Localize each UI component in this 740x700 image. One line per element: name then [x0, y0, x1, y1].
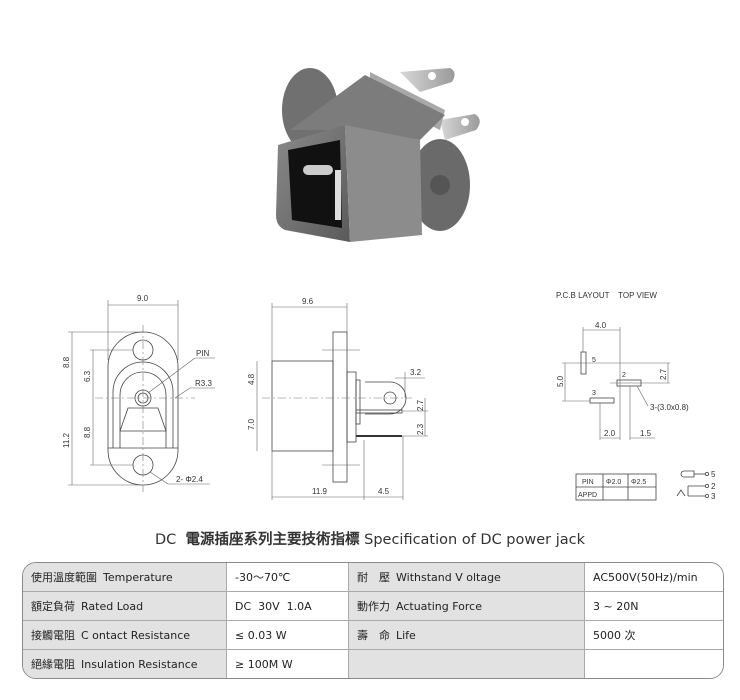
- dim-pcb-x1: 2.0: [604, 429, 616, 438]
- label-pin3: 3: [592, 390, 596, 397]
- label-zh: 接觸電阻: [31, 629, 75, 642]
- label-pin5: 5: [592, 357, 596, 364]
- label-radius: R3.3: [195, 379, 212, 388]
- label-holes: 2- Φ2.4: [176, 475, 203, 484]
- dim-pcb-w: 4.0: [595, 321, 607, 330]
- dim-front-hole-bottom: 8.8: [83, 426, 92, 438]
- label-pin: PIN: [196, 349, 210, 358]
- label-en: Rated Load: [81, 599, 144, 613]
- product-photo: [276, 68, 480, 242]
- spec-row-temperature: 使用溫度範圍 Temperature -30～70℃ 耐 壓 Withstand V…: [23, 563, 723, 591]
- front-view: 9.0 8.8 11.2 6.3 8.8 PIN R3.3 2- Φ2.4: [62, 294, 215, 492]
- drawing-schematic-p5: 5: [711, 470, 716, 479]
- label-en: Insulation Resistance: [81, 657, 198, 671]
- dim-pcb-h: 5.0: [556, 375, 565, 387]
- title-en: Specification of DC power jack: [364, 532, 586, 548]
- value: -30～70℃: [235, 571, 291, 584]
- pcb-title: P.C.B LAYOUT TOP VIEW: [556, 291, 657, 300]
- value: 5000 次: [593, 629, 636, 642]
- label-pad: 3-(3.0x0.8): [650, 403, 689, 412]
- title-prefix: DC: [154, 532, 177, 548]
- dim-front-h-bottom: 11.2: [62, 432, 71, 448]
- dim-pcb-off: 2.7: [659, 368, 668, 380]
- label-zh: 使用溫度範圍: [31, 571, 97, 584]
- drawing-pin_table-d1: Φ2.0: [606, 479, 621, 486]
- label-zh: 耐 壓: [357, 571, 390, 584]
- label-en: Actuating Force: [396, 599, 482, 613]
- dim-side-gap2: 2.3: [416, 423, 425, 435]
- label-zh: 壽 命: [357, 629, 390, 642]
- schematic-symbol: 5 2 3: [676, 470, 716, 501]
- dim-front-width: 9.0: [137, 294, 149, 303]
- value: ≤ 0.03 W: [235, 628, 287, 642]
- label-en: Temperature: [103, 570, 173, 584]
- technical-drawing: 9.0 8.8 11.2 6.3 8.8 PIN R3.3 2- Φ2.4 9.…: [62, 291, 716, 501]
- dim-front-h-top: 8.8: [62, 356, 71, 368]
- value: ≥ 100M W: [235, 657, 293, 671]
- value: AC500V(50Hz)/min: [593, 570, 698, 584]
- label-en: Life: [396, 628, 416, 642]
- drawing-schematic-p2: 2: [711, 482, 716, 491]
- pcb-layout: P.C.B LAYOUT TOP VIEW 4.0 5.0 2.7 3-(3.0…: [556, 291, 689, 440]
- spec-row-rated-load: 額定負荷 Rated Load DC 30V 1.0A 動作力 Actuating …: [23, 591, 723, 620]
- dim-side-width: 9.6: [302, 297, 314, 306]
- dim-side-pin-len: 4.5: [378, 487, 390, 496]
- spec-table: 使用溫度範圍 Temperature -30～70℃ 耐 壓 Withstand V…: [22, 562, 724, 679]
- dim-side-h-bottom: 7.0: [247, 418, 256, 430]
- label-zh: 動作力: [357, 600, 390, 613]
- label-en: C ontact Resistance: [81, 628, 191, 642]
- label-pin2: 2: [622, 372, 626, 379]
- value: DC 30V 1.0A: [235, 599, 312, 613]
- label-zh: 額定負荷: [31, 600, 75, 613]
- side-view: 9.6 4.8 7.0 3.2 2.7 2.3 11.9 4.5: [247, 297, 428, 500]
- spec-row-contact-resistance: 接觸電阻 C ontact Resistance ≤ 0.03 W 壽 命 Life…: [23, 620, 723, 649]
- dim-side-h-top: 4.8: [247, 373, 256, 385]
- dim-side-length: 11.9: [312, 487, 328, 496]
- dim-front-hole-top: 6.3: [83, 370, 92, 382]
- drawing-schematic-p3: 3: [711, 492, 716, 501]
- pin-table: PIN Φ2.0 Φ2.5 APPD: [575, 473, 657, 501]
- dim-side-gap1: 2.7: [416, 399, 425, 411]
- title-zh: 電源插座系列主要技術指標: [185, 532, 360, 548]
- drawing-pin_table-pin: PIN: [582, 479, 594, 486]
- drawing-pin_table-d2: Φ2.5: [631, 479, 646, 486]
- drawing-pin_table-appd: APPD: [578, 492, 597, 499]
- label-en: Withstand V oltage: [396, 570, 501, 584]
- value: 3 ~ 20N: [593, 599, 639, 613]
- label-zh: 絕緣電阻: [31, 658, 75, 671]
- dim-side-lug: 3.2: [410, 368, 422, 377]
- spec-title: DC 電源插座系列主要技術指標 Specification of DC powe…: [0, 528, 740, 549]
- spec-row-insulation-resistance: 絕緣電阻 Insulation Resistance ≥ 100M W: [23, 649, 723, 678]
- dim-pcb-x2: 1.5: [640, 429, 652, 438]
